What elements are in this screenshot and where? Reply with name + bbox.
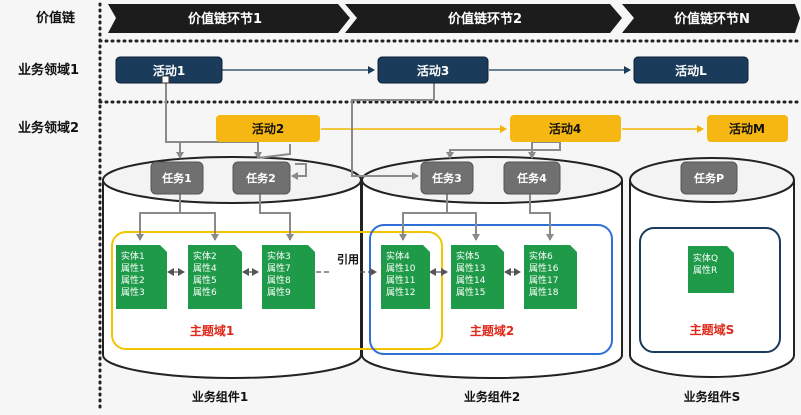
activity-2-label: 活动2 [252, 121, 284, 136]
component-2-label: 业务组件2 [464, 389, 520, 404]
activity-4-label: 活动4 [549, 121, 581, 136]
activity-2 [216, 115, 320, 142]
entity-1: 实体1 属性1 属性2 属性3 [116, 245, 167, 309]
task-4 [503, 161, 561, 195]
entity-5-line-2: 属性13 [456, 262, 485, 274]
task-1 [150, 161, 204, 195]
entity-4-line-1: 实体4 [386, 250, 410, 262]
entity-4-line-3: 属性11 [386, 274, 415, 286]
subject-domain-s-frame [639, 227, 781, 353]
entity-5-doc-icon [451, 245, 504, 309]
entity-5-line-1: 实体5 [456, 250, 480, 262]
row-label-domain1: 业务领域1 [18, 62, 79, 78]
dotted-separators [98, 2, 801, 412]
task-4-label: 任务4 [516, 171, 547, 185]
task-3 [420, 161, 474, 195]
entity-2-doc-icon [188, 245, 242, 309]
domain2-activities: 活动2 活动4 活动M [216, 115, 788, 142]
chevron-n-label: 价值链环节N [674, 11, 750, 27]
row-label-value-chain: 价值链 [36, 10, 76, 26]
entity-3-line-3: 属性8 [267, 274, 291, 286]
entity-4-doc-icon [381, 245, 430, 309]
activity-3 [377, 56, 489, 84]
task-2 [232, 161, 291, 195]
activity-m [707, 115, 788, 142]
entity-6-line-1: 实体6 [529, 250, 553, 262]
entity-4-line-2: 属性10 [386, 262, 416, 274]
entity-3-line-1: 实体3 [267, 250, 291, 262]
entity-2: 实体2 属性4 属性5 属性6 [188, 245, 242, 309]
entity-q-line-1: 实体Q [693, 252, 718, 264]
entity-1-line-3: 属性2 [121, 274, 145, 286]
entity-q-line-2: 属性R [693, 264, 717, 276]
cylinder-1-top [102, 156, 362, 204]
entity-5-line-4: 属性15 [456, 286, 485, 298]
entity-4: 实体4 属性10 属性11 属性12 [381, 245, 430, 309]
row-label-domain2: 业务领域2 [18, 120, 79, 136]
component-1-label: 业务组件1 [192, 389, 248, 404]
subject-domain-2-label: 主题域2 [470, 323, 514, 338]
entity-2-line-1: 实体2 [193, 250, 217, 262]
activity-3-label: 活动3 [417, 63, 449, 78]
activity-1-label: 活动1 [153, 63, 185, 78]
entity-5-line-3: 属性14 [456, 274, 486, 286]
entity-6-line-4: 属性18 [529, 286, 559, 298]
task-3-label: 任务3 [431, 171, 462, 185]
chevron-1-label: 价值链环节1 [188, 11, 262, 27]
entity-3: 实体3 属性7 属性8 属性9 [262, 245, 315, 309]
entity-4-line-4: 属性12 [386, 286, 415, 298]
task-p [680, 161, 738, 195]
entity-q: 实体Q 属性R [688, 246, 734, 293]
subject-domain-1-frame [111, 231, 443, 350]
subject-domain-1-label: 主题域1 [190, 323, 234, 338]
chevron-n [622, 4, 800, 33]
task-2-label: 任务2 [245, 171, 276, 185]
subject-domain-2-frame [369, 224, 613, 355]
entity-6: 实体6 属性16 属性17 属性18 [524, 245, 577, 309]
selection-handle [161, 75, 170, 84]
entity-3-doc-icon [262, 245, 315, 309]
entity-6-line-2: 属性16 [529, 262, 559, 274]
entity-1-line-2: 属性1 [121, 262, 145, 274]
chevron-2 [345, 4, 622, 33]
activity-l [633, 56, 749, 84]
entity-2-line-3: 属性5 [193, 274, 217, 286]
chevron-2-label: 价值链环节2 [448, 11, 522, 27]
activity-m-label: 活动M [729, 121, 765, 136]
entity-6-doc-icon [524, 245, 577, 309]
entity-3-line-2: 属性7 [267, 262, 291, 274]
entity-1-line-1: 实体1 [121, 250, 145, 262]
entity-6-line-3: 属性17 [529, 274, 558, 286]
entity-q-doc-icon [688, 246, 734, 293]
chevron-1 [108, 4, 350, 33]
cylinder-2-top [361, 156, 623, 204]
entity-1-line-4: 属性3 [121, 286, 145, 298]
task-1-label: 任务1 [161, 171, 192, 185]
value-chain-chevrons: 价值链环节1 价值链环节2 价值链环节N [108, 4, 800, 33]
entity-2-line-4: 属性6 [193, 286, 217, 298]
entity-2-line-2: 属性4 [193, 262, 217, 274]
activity-l-label: 活动L [675, 63, 707, 78]
tasks: 任务1 任务2 任务3 任务4 任务P [150, 161, 738, 195]
domain1-activities: 活动1 活动3 活动L [115, 56, 749, 84]
entity-1-doc-icon [116, 245, 167, 309]
subject-domain-s-label: 主题域S [690, 322, 735, 337]
task-p-label: 任务P [693, 171, 724, 185]
component-s-label: 业务组件S [684, 389, 741, 404]
entity-3-line-4: 属性9 [267, 286, 291, 298]
activity-4 [510, 115, 621, 142]
reference-label: 引用 [337, 252, 359, 266]
entity-5: 实体5 属性13 属性14 属性15 [451, 245, 504, 309]
